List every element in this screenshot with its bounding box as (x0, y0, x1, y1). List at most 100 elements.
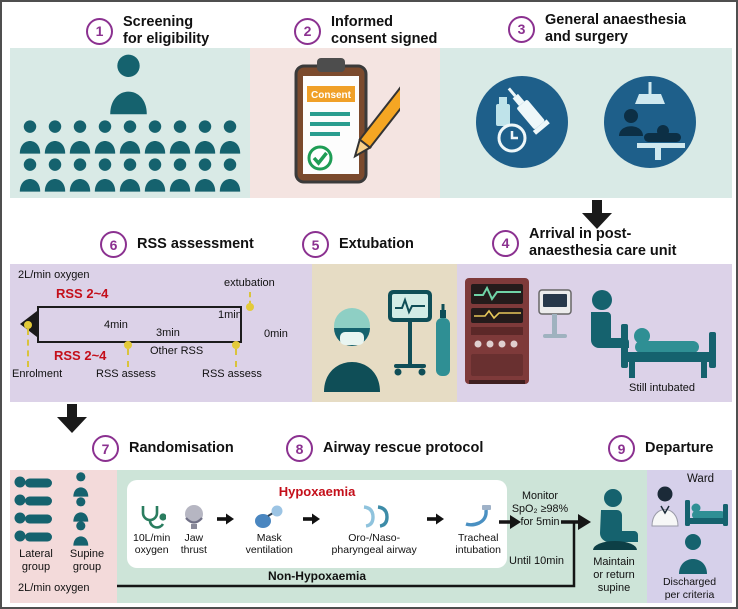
timeline-dot (246, 303, 254, 311)
step-7-header: 7 Randomisation (92, 435, 234, 462)
randomisation-panel: Lateral group Supine group 2L/min oxygen (10, 470, 117, 603)
step-9-header: 9 Departure (608, 435, 714, 462)
down-arrow-icon (57, 404, 87, 433)
timeline-dot (124, 341, 132, 349)
pacu-panel: Still intubated (457, 264, 732, 402)
rescue-step-label: Tracheal intubation (455, 532, 501, 556)
step-8-header: 8 Airway rescue protocol (286, 435, 483, 462)
lateral-position-icon (14, 476, 52, 542)
screening-panel (10, 48, 250, 198)
jaw-thrust-icon (182, 504, 206, 530)
tracheal-tube-icon (463, 504, 493, 530)
supine-position-icon (73, 472, 89, 546)
rescue-step-label: Oro-/Naso- pharyngeal airway (331, 532, 417, 556)
rss-range-bottom-label: RSS 2~4 (54, 348, 107, 363)
timeline-dot (232, 341, 240, 349)
group-icons (14, 472, 89, 546)
rescue-step-oxygen: 10L/min oxygen (133, 504, 170, 557)
ward-scene-icon (651, 486, 728, 574)
timeline-dashed-line (27, 329, 29, 367)
step-5-title: Extubation (339, 235, 414, 252)
consent-band-label: Consent (311, 90, 352, 101)
step-3-number: 3 (508, 15, 535, 43)
timeline-rss-assess-label: RSS assess (96, 368, 156, 380)
ward-bed-icon (685, 500, 728, 526)
timeline-enrolment-label: Enrolment (12, 368, 63, 380)
until-10min-label: Until 10min (509, 555, 565, 567)
extubation-panel (312, 264, 457, 402)
step-3-title: General anaesthesia and surgery (545, 12, 687, 46)
anaesthesia-machine-icon (465, 278, 529, 384)
rescue-step-label: Jaw thrust (180, 532, 207, 556)
discharged-label: Discharged per criteria (662, 576, 717, 601)
step-2-title: Informed consent signed (331, 14, 438, 48)
step-7-title: Randomisation (129, 439, 234, 456)
timeline-1min-label: 1min (218, 309, 242, 321)
step-2-header: 2 Informed consent signed (294, 14, 437, 48)
supine-group-label: Supine group (69, 548, 105, 574)
still-intubated-label: Still intubated (629, 382, 696, 394)
step-5-number: 5 (302, 231, 329, 258)
hypoxaemia-protocol-box: Hypoxaemia 10L/min oxygen Jaw thrust (127, 480, 507, 568)
airway-rescue-panel: Hypoxaemia 10L/min oxygen Jaw thrust (117, 470, 647, 603)
ward-label: Ward (687, 473, 715, 485)
hypoxaemia-label: Hypoxaemia (278, 484, 356, 499)
rescue-flow: 10L/min oxygen Jaw thrust Mask ventilati… (133, 504, 501, 557)
timeline-3min-label: 3min (156, 327, 180, 339)
rescue-step-label: 10L/min oxygen (133, 532, 171, 556)
step-7-number: 7 (92, 435, 119, 462)
timeline-0min-label: 0min (264, 328, 288, 340)
step-4-number: 4 (492, 229, 519, 257)
timeline-arrow-box (37, 306, 242, 343)
step-6-number: 6 (100, 231, 127, 258)
rescue-step-intubation: Tracheal intubation (455, 504, 501, 557)
seated-clinician-icon (591, 290, 629, 348)
clipboard-icon: Consent (294, 58, 400, 184)
check-icon (307, 145, 333, 171)
airway-adjunct-icon (357, 504, 391, 530)
vitals-monitor-icon (388, 290, 432, 376)
consent-panel: Consent (250, 48, 440, 198)
step-1-title: Screening for eligibility (123, 14, 210, 48)
step-5-header: 5 Extubation (302, 231, 414, 258)
seated-patient-icon (593, 489, 638, 550)
rescue-step-jaw-thrust: Jaw thrust (181, 504, 207, 557)
flow-arrow-icon (427, 512, 445, 526)
stethoscope-icon (138, 504, 166, 530)
timeline-extubation-label: extubation (224, 277, 275, 289)
step-2-number: 2 (294, 17, 321, 45)
rescue-step-mask: Mask ventilation (246, 504, 293, 557)
step-8-title: Airway rescue protocol (323, 439, 484, 456)
timeline-dashed-line (127, 349, 129, 367)
anaesthesia-panel (440, 48, 732, 198)
pacu-scene-icon (465, 278, 716, 384)
oxygen-cylinder-icon (436, 304, 450, 376)
step-4-title: Arrival in post- anaesthesia care unit (529, 226, 677, 260)
doctor-icon (651, 486, 679, 527)
down-arrow-icon (582, 200, 612, 229)
lateral-group-label: Lateral group (19, 548, 53, 574)
pencil-icon (353, 79, 400, 159)
flow-arrow-icon (217, 512, 235, 526)
timeline-oxygen-label: 2L/min oxygen (18, 269, 90, 281)
monitor-spo2-label: Monitor SpO₂ ≥98% for 5min (511, 490, 569, 528)
timeline-dot (24, 321, 32, 329)
surgery-icon (604, 76, 696, 168)
timeline-other-rss-label: Other RSS (150, 345, 204, 357)
flow-arrow-icon (303, 512, 321, 526)
anaesthesia-drugs-icon (476, 76, 568, 168)
rescue-step-label: Mask ventilation (245, 532, 293, 556)
randomisation-oxygen-label: 2L/min oxygen (18, 582, 90, 594)
step-6-header: 6 RSS assessment (100, 231, 254, 258)
rss-timeline-panel: 2L/min oxygen extubation RSS 2~4 4min 3m… (10, 264, 312, 402)
timeline-rss-assess-label: RSS assess (202, 368, 262, 380)
timeline-4min-label: 4min (104, 319, 128, 331)
timeline-dashed-line (249, 292, 251, 306)
step-8-number: 8 (286, 435, 313, 462)
step-9-title: Departure (645, 439, 714, 456)
step-6-title: RSS assessment (137, 235, 254, 252)
bp-monitor-icon (538, 289, 572, 338)
step-4-header: 4 Arrival in post- anaesthesia care unit (492, 226, 677, 260)
clinician-bust-icon (324, 290, 450, 392)
